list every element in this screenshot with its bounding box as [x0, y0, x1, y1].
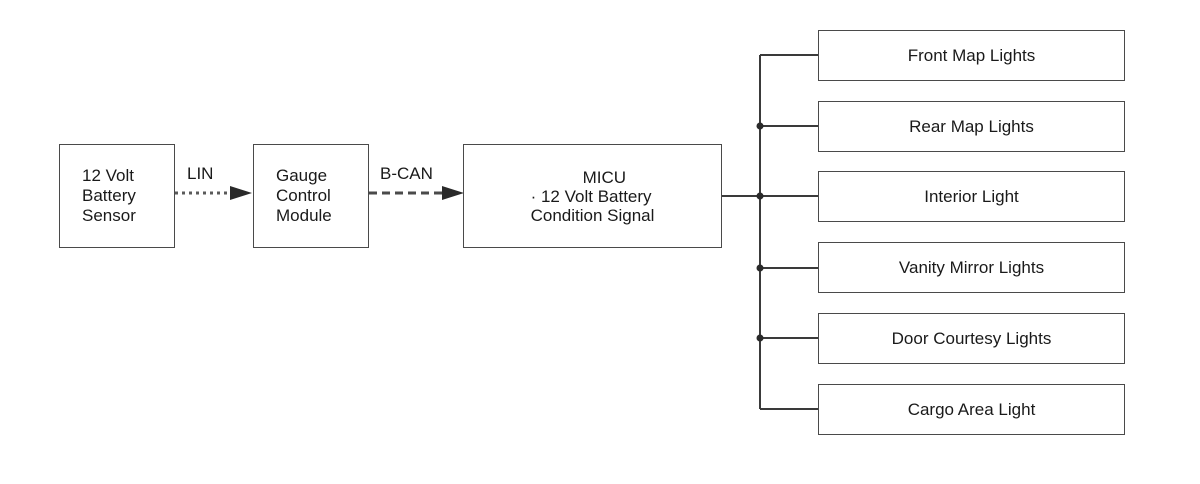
output-label: Interior Light	[924, 186, 1019, 206]
lin-label: LIN	[187, 164, 214, 183]
node-label: Module	[276, 206, 332, 225]
junction-dot	[756, 334, 764, 342]
bcan-label: B-CAN	[380, 164, 433, 183]
node-label: Sensor	[82, 206, 136, 225]
output-label: Front Map Lights	[907, 45, 1036, 65]
micu-node: MICU · 12 Volt Battery Condition Signal	[463, 144, 722, 248]
output-door-courtesy-lights: Door Courtesy Lights	[818, 313, 1125, 364]
output-label: Cargo Area Light	[907, 399, 1036, 419]
micu-title: MICU	[582, 167, 627, 187]
output-label: Rear Map Lights	[909, 116, 1034, 136]
output-label: Vanity Mirror Lights	[898, 257, 1045, 277]
output-vanity-mirror-lights: Vanity Mirror Lights	[818, 242, 1125, 293]
micu-signal-line: · 12 Volt Battery	[530, 186, 652, 206]
node-label: Battery	[82, 186, 136, 205]
junction-dot	[756, 122, 764, 130]
micu-signal-line: Condition Signal	[530, 205, 655, 225]
output-front-map-lights: Front Map Lights	[818, 30, 1125, 81]
node-label: Control	[276, 186, 331, 205]
gauge-control-module-node: Gauge Control Module	[253, 144, 369, 248]
battery-sensor-node: 12 Volt Battery Sensor	[59, 144, 175, 248]
node-label: Gauge	[276, 166, 328, 185]
bcan-arrowhead	[442, 186, 464, 200]
node-label: 12 Volt	[82, 166, 134, 185]
junction-dot	[756, 264, 764, 272]
output-label: Door Courtesy Lights	[891, 328, 1052, 348]
output-rear-map-lights: Rear Map Lights	[818, 101, 1125, 152]
output-interior-light: Interior Light	[818, 171, 1125, 222]
junction-dot	[756, 192, 764, 200]
lin-arrowhead	[230, 186, 252, 200]
output-cargo-area-light: Cargo Area Light	[818, 384, 1125, 435]
